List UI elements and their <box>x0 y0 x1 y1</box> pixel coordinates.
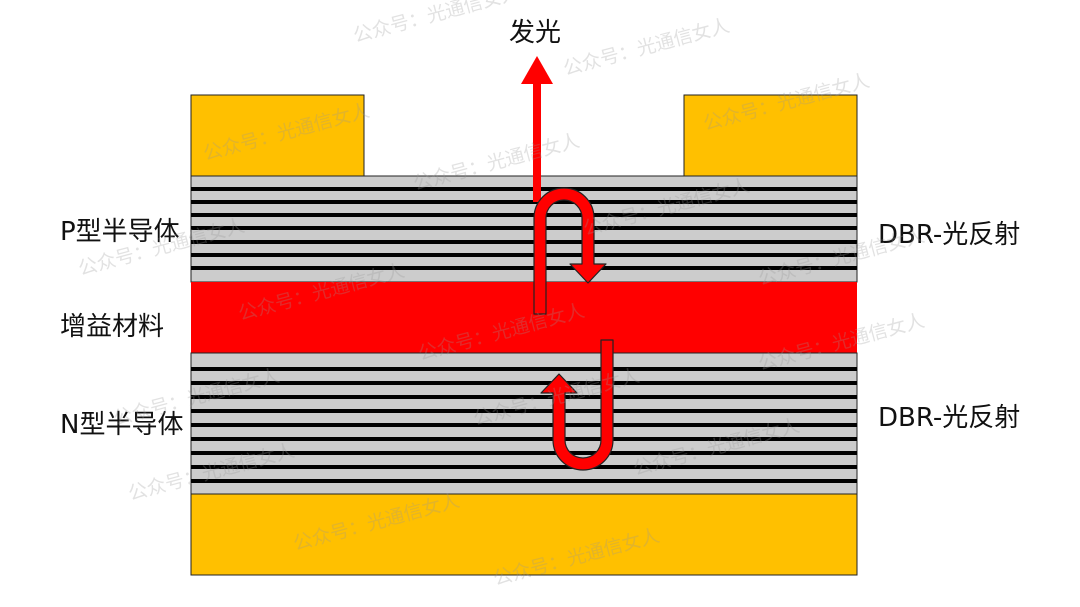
emission-arrow <box>521 56 553 202</box>
top-left-electrode <box>190 94 365 177</box>
bottom-reflection-arrow <box>540 339 614 471</box>
bottom-dbr-label: DBR-光反射 <box>878 403 1021 433</box>
top-right-electrode <box>683 94 858 177</box>
p-semiconductor-label: P型半导体 <box>60 217 180 247</box>
top-dbr-label: DBR-光反射 <box>878 220 1021 250</box>
emission-label: 发光 <box>509 18 562 48</box>
gain-material-label: 增益材料 <box>60 312 165 342</box>
n-semiconductor-label: N型半导体 <box>60 410 184 440</box>
top-dbr-stack <box>190 175 858 283</box>
bottom-electrode <box>190 493 858 576</box>
top-reflection-arrow <box>533 187 607 315</box>
bottom-dbr-stack <box>190 352 858 495</box>
gain-layer <box>191 282 857 353</box>
